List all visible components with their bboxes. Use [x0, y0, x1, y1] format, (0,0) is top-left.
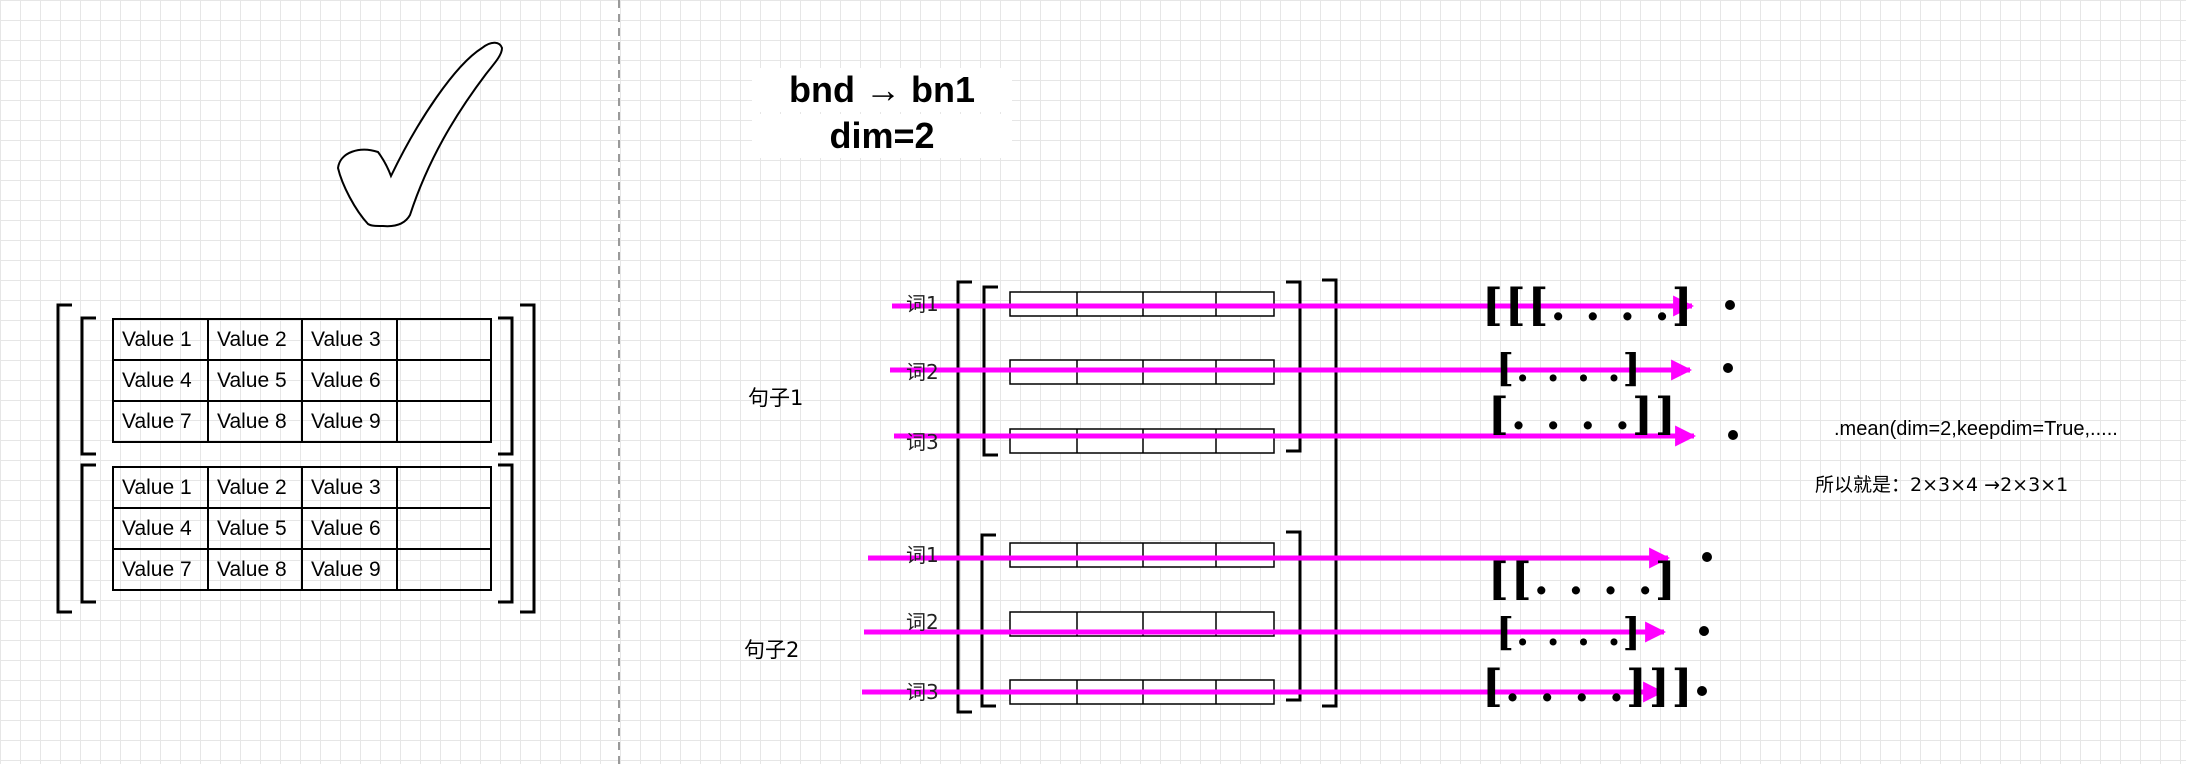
table-cell: Value 2 [207, 466, 303, 509]
result-bracket: [. . . .]]] [1482, 661, 1695, 712]
result-dot [1699, 626, 1709, 636]
table-cell [396, 400, 492, 443]
table-cell: Value 9 [301, 548, 398, 591]
table-cell [396, 507, 492, 550]
word-label: 词3 [906, 430, 939, 454]
table-cell [396, 548, 492, 591]
word-label: 词1 [906, 543, 939, 567]
result-dot [1725, 300, 1735, 310]
table-cell [396, 318, 492, 361]
table-row: Value 1 Value 2 Value 3 [112, 466, 492, 509]
word-vector-row [1009, 542, 1275, 568]
table-cell: Value 6 [301, 507, 398, 550]
word-vector-row [1009, 428, 1275, 454]
table-cell: Value 5 [207, 507, 303, 550]
table-cell: Value 4 [112, 359, 209, 402]
table-cell: Value 1 [112, 466, 209, 509]
word-label: 词2 [906, 360, 939, 384]
sentence-label: 句子1 [748, 386, 804, 410]
table-cell: Value 8 [207, 548, 303, 591]
title-line-2: dim=2 [752, 114, 1012, 158]
table-cell: Value 9 [301, 400, 398, 443]
mean-arrows [862, 295, 1697, 703]
shape-note: 所以就是：2×3×4 →2×3×1 [1815, 474, 2069, 496]
result-bracket: [. . . .] [1496, 345, 1643, 390]
checkmark-icon [336, 41, 504, 228]
tensor-outer-bracket [956, 278, 1338, 714]
word-vectors [1009, 291, 1275, 705]
result-bracket: [[. . . .] [1488, 554, 1678, 605]
sentence-brackets [980, 280, 1302, 708]
table-row: Value 4 Value 5 Value 6 [112, 359, 492, 402]
table-cell: Value 4 [112, 507, 209, 550]
table-cell: Value 7 [112, 400, 209, 443]
word-label: 词2 [906, 610, 939, 634]
title-line-1: bnd → bn1 [752, 68, 1012, 112]
table-cell [396, 466, 492, 509]
table-cell: Value 8 [207, 400, 303, 443]
word-label: 词1 [906, 292, 939, 316]
result-dot [1728, 430, 1738, 440]
result-dot [1702, 552, 1712, 562]
table-cell: Value 7 [112, 548, 209, 591]
table-cell: Value 1 [112, 318, 209, 361]
result-dot [1723, 363, 1733, 373]
table-row: Value 1 Value 2 Value 3 [112, 318, 492, 361]
table-cell: Value 5 [207, 359, 303, 402]
left-outer-brackets [56, 303, 536, 614]
table-row: Value 7 Value 8 Value 9 [112, 548, 492, 591]
table-cell [396, 359, 492, 402]
table-cell: Value 6 [301, 359, 398, 402]
mean-call-note: .mean(dim=2,keepdim=True,..... [1834, 418, 2118, 440]
table-cell: Value 3 [301, 466, 398, 509]
result-bracket: [. . . .] [1496, 609, 1643, 654]
table-row: Value 4 Value 5 Value 6 [112, 507, 492, 550]
result-bracket: [[[. . . .] [1482, 280, 1695, 331]
result-bracket: [. . . .]] [1488, 389, 1678, 440]
table-cell: Value 2 [207, 318, 303, 361]
table-row: Value 7 Value 8 Value 9 [112, 400, 492, 443]
left-inner-brackets [80, 316, 514, 604]
sentence-label: 句子2 [744, 638, 800, 662]
word-label: 词3 [906, 680, 939, 704]
table-cell: Value 3 [301, 318, 398, 361]
value-matrix-bottom: Value 1 Value 2 Value 3 Value 4 Value 5 … [112, 466, 492, 591]
result-dot [1697, 686, 1707, 696]
result-dots [1697, 300, 1738, 696]
value-matrix-top: Value 1 Value 2 Value 3 Value 4 Value 5 … [112, 318, 492, 443]
